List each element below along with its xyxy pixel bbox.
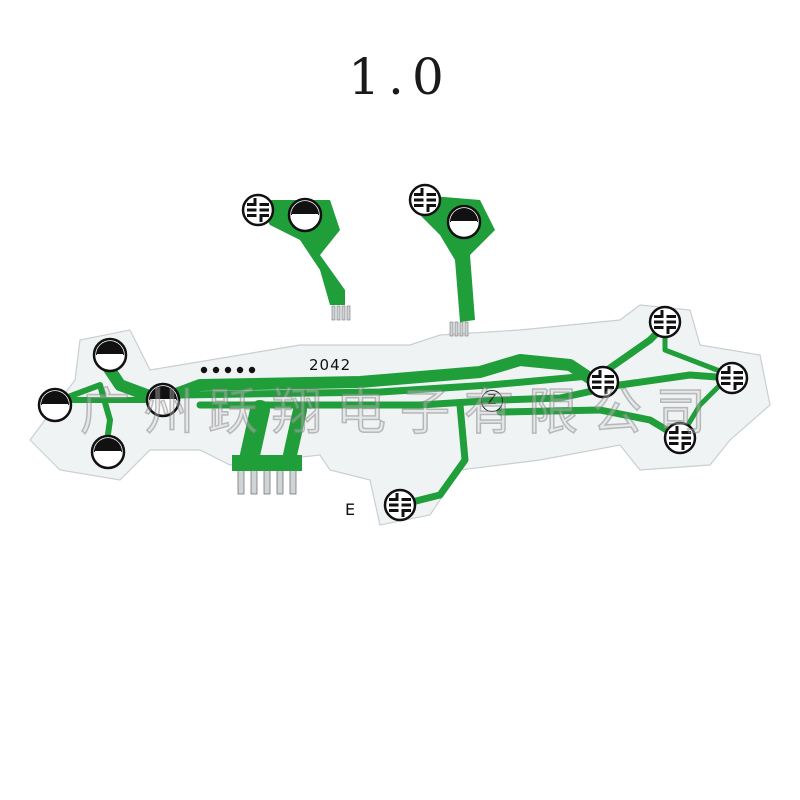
main-connector-pins bbox=[237, 469, 297, 495]
edge-mark-label: E bbox=[345, 500, 356, 519]
circle-mark: Z bbox=[481, 390, 503, 412]
product-title: 1.0 bbox=[348, 48, 452, 106]
left-shoulder-flex bbox=[241, 193, 351, 321]
contact-dot-row bbox=[200, 366, 256, 374]
right-shoulder-flex bbox=[408, 183, 495, 337]
board-code-label: 2042 bbox=[309, 356, 352, 374]
connector-tail bbox=[232, 455, 302, 471]
